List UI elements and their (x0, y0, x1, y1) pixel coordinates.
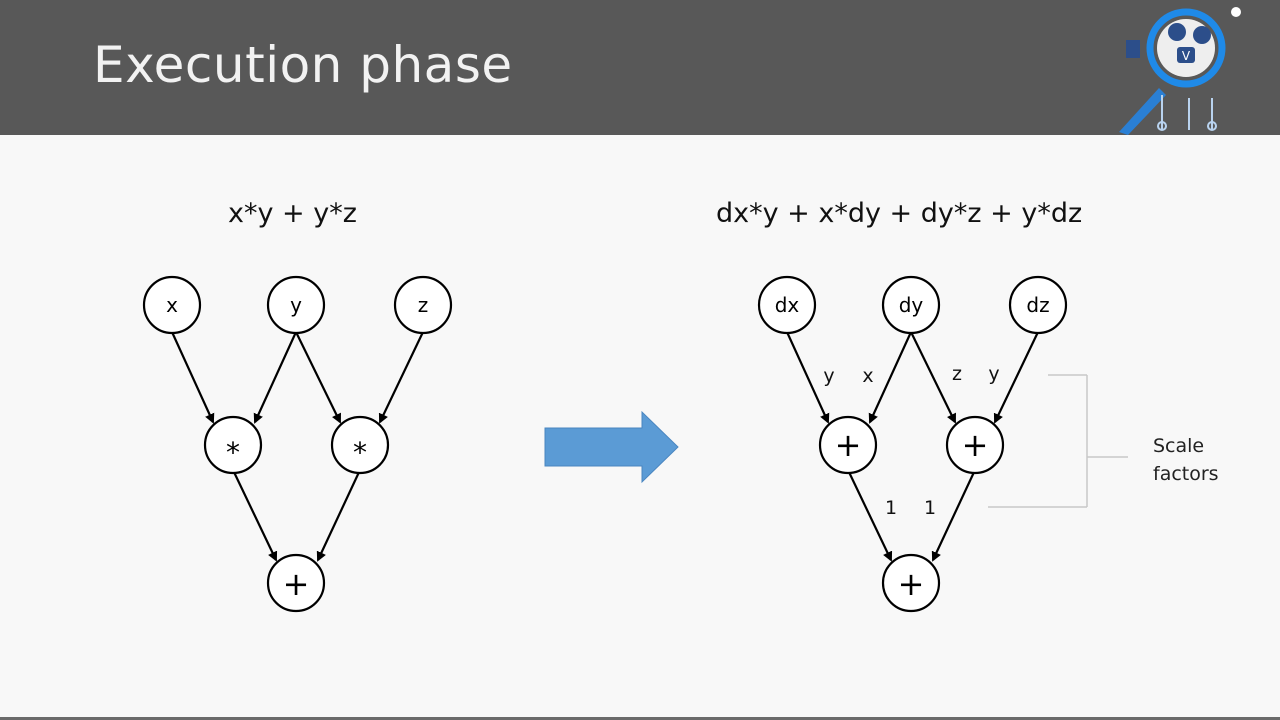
node-y-label: y (290, 293, 302, 317)
edge-label-add1-add3: 1 (885, 497, 897, 519)
transform-arrow (544, 410, 679, 484)
edge-add1-to-add3 (847, 469, 893, 562)
scale-bracket (988, 374, 1128, 508)
edge-label-dy-add2: z (952, 363, 962, 385)
node-dy-label: dy (899, 293, 924, 317)
node-add-right-label: + (898, 565, 925, 603)
edge-dy-to-add2 (910, 331, 956, 424)
edge-z-to-mul2 (378, 331, 424, 424)
node-y (266, 275, 326, 335)
edge-label-dy-add1: x (862, 365, 873, 387)
left-graph-edges (170, 331, 424, 562)
left-expression: x*y + y*z (228, 198, 357, 229)
node-add-2-label: + (962, 426, 989, 464)
magnifier-logo-icon: V (1119, 7, 1241, 135)
node-mul-1 (203, 415, 263, 475)
node-dy (881, 275, 941, 335)
node-add-1 (818, 415, 878, 475)
left-graph-nodes (142, 275, 453, 613)
node-dx (757, 275, 817, 335)
graph-diagram: x y z * * + dx dy dz + + + y x z y (142, 275, 1128, 613)
edge-y-to-mul2 (295, 331, 341, 424)
node-dz-label: dz (1026, 293, 1049, 317)
right-expression: dx*y + x*dy + dy*z + y*dz (716, 198, 1083, 229)
edge-label-add2-add3: 1 (924, 497, 936, 519)
slide-title: Execution phase (93, 36, 513, 94)
node-z (393, 275, 453, 335)
edge-y-to-mul1 (253, 331, 298, 424)
node-add-2 (945, 415, 1005, 475)
node-add-right (881, 553, 941, 613)
node-mul-1-label: * (226, 436, 240, 469)
right-graph-nodes (757, 275, 1068, 613)
edge-dy-to-add1 (868, 331, 913, 424)
edge-label-dx-add1: y (823, 365, 834, 387)
edge-add2-to-add3 (931, 469, 976, 562)
title-bar: Execution phase V (0, 0, 1280, 135)
node-dz (1008, 275, 1068, 335)
node-dx-label: dx (775, 293, 800, 317)
edge-mul1-to-add (232, 469, 278, 562)
node-mul-2 (330, 415, 390, 475)
svg-text:V: V (1182, 49, 1191, 63)
node-z-label: z (418, 293, 429, 317)
edge-label-dz-add2: y (988, 363, 999, 385)
edge-dx-to-add1 (785, 331, 830, 424)
node-add-left-label: + (283, 565, 310, 603)
edge-mul2-to-add (316, 469, 361, 562)
node-x-label: x (166, 293, 178, 317)
right-graph-edges (785, 331, 1039, 562)
edge-x-to-mul1 (170, 331, 215, 424)
node-add-left (266, 553, 326, 613)
scale-factors-label: Scale factors (1153, 435, 1219, 485)
node-mul-2-label: * (353, 436, 367, 469)
node-add-1-label: + (835, 426, 862, 464)
edge-dz-to-add2 (993, 331, 1039, 424)
node-x (142, 275, 202, 335)
bottom-rule (0, 717, 1280, 720)
